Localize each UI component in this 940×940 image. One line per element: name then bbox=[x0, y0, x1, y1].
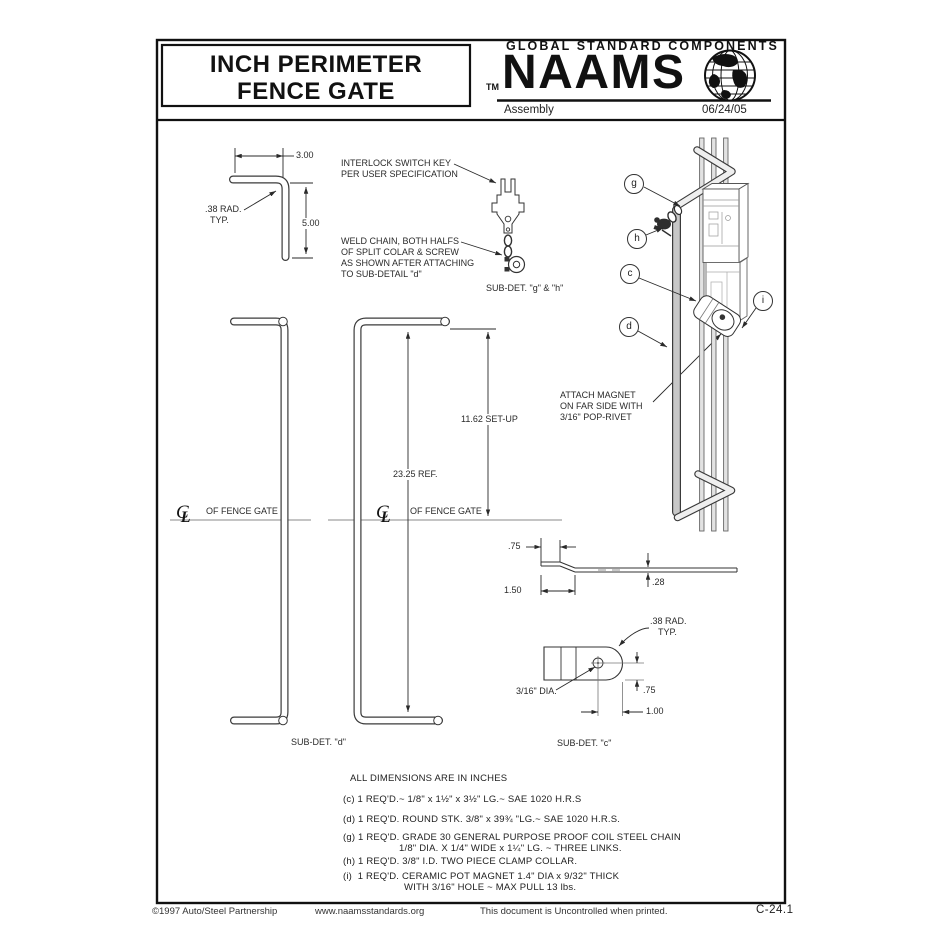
dim-bar-150: 1.50 bbox=[504, 585, 522, 595]
balloon-leaders bbox=[637, 186, 757, 348]
rod-dims bbox=[405, 328, 496, 712]
dim-c-75: .75 bbox=[643, 685, 656, 695]
centerline-label-left: OF FENCE GATE bbox=[206, 506, 278, 516]
sheet-title-line2: FENCE GATE bbox=[237, 78, 395, 105]
interlock-note-line1: INTERLOCK SWITCH KEY bbox=[341, 158, 452, 168]
dim-c-rad-typ: TYP. bbox=[658, 627, 677, 637]
centerline-l: L bbox=[180, 509, 191, 526]
trademark-label: TM bbox=[486, 82, 499, 92]
subdet-d-rods bbox=[230, 316, 450, 726]
sheet-title-line1: INCH PERIMETER bbox=[209, 51, 423, 78]
dim-rad-typ: TYP. bbox=[210, 215, 229, 225]
dim-setup: 11.62 SET-UP bbox=[459, 414, 520, 425]
dim-rad-38: .38 RAD. bbox=[205, 204, 242, 214]
dim-3-00: 3.00 bbox=[296, 150, 314, 160]
balloon-circles bbox=[619, 174, 773, 337]
note-h: (h) 1 REQ'D. 3/8" I.D. TWO PIECE CLAMP C… bbox=[343, 856, 578, 867]
subdet-gh-key bbox=[491, 178, 526, 274]
footer-copyright: ©1997 Auto/Steel Partnership bbox=[152, 906, 278, 917]
note-i-line1: (i) 1 REQ'D. CERAMIC POT MAGNET 1.4" DIA… bbox=[343, 871, 620, 882]
subdet-gh-label: SUB-DET. "g" & "h" bbox=[486, 283, 564, 293]
dim-ref: 23.25 REF. bbox=[391, 469, 440, 480]
date-label: 06/24/05 bbox=[702, 104, 747, 116]
brand-logo-text: NAAMS bbox=[502, 46, 686, 99]
subdet-c-view bbox=[543, 627, 650, 716]
magnet-plate bbox=[693, 295, 742, 337]
note-g-line1: (g) 1 REQ'D. GRADE 30 GENERAL PURPOSE PR… bbox=[343, 832, 681, 843]
centerline-symbol-left: CL bbox=[176, 502, 191, 526]
footer-uncontrolled-note: This document is Uncontrolled when print… bbox=[480, 906, 668, 917]
note-c: (c) 1 REQ'D.~ 1/8" x 1½" x 3½" LG.~ SAE … bbox=[343, 794, 582, 805]
doc-type-label: Assembly bbox=[504, 104, 554, 116]
globe-icon bbox=[704, 49, 756, 102]
dim-c-100: 1.00 bbox=[646, 706, 664, 716]
centerline-symbol-right: CL bbox=[376, 502, 391, 526]
weld-note-line3: AS SHOWN AFTER ATTACHING bbox=[341, 258, 475, 268]
assembly-view bbox=[619, 137, 773, 532]
notes-heading: ALL DIMENSIONS ARE IN INCHES bbox=[350, 773, 508, 784]
subdet-c-label: SUB-DET. "c" bbox=[557, 738, 612, 748]
detail-top-left-rod bbox=[229, 175, 290, 261]
balloon-g: g bbox=[631, 178, 637, 189]
balloon-i: i bbox=[761, 295, 765, 306]
weld-note-line4: TO SUB-DETAIL "d" bbox=[341, 269, 422, 279]
interlock-switch-box bbox=[701, 182, 750, 264]
centerline-l: L bbox=[380, 509, 391, 526]
detail-top-left-dims bbox=[234, 148, 313, 259]
dim-c-rad-38: .38 RAD. bbox=[650, 616, 687, 626]
centerline-c: C bbox=[176, 502, 189, 523]
magnet-note-line3: 3/16" POP-RIVET bbox=[560, 412, 632, 422]
dim-bar-75: .75 bbox=[508, 541, 521, 551]
weld-note-line2: OF SPLIT COLAR & SCREW bbox=[341, 247, 459, 257]
centerline-c: C bbox=[376, 502, 389, 523]
brand-tagline: GLOBAL STANDARD COMPONENTS bbox=[506, 39, 779, 53]
subdet-d-label: SUB-DET. "d" bbox=[291, 737, 346, 747]
interlock-note-line2: PER USER SPECIFICATION bbox=[341, 169, 458, 179]
dim-c-hole: 3/16" DIA. bbox=[516, 686, 557, 696]
sheet-title: INCH PERIMETER FENCE GATE bbox=[162, 51, 470, 105]
note-i-line2: WITH 3/16" HOLE ~ MAX PULL 13 lbs. bbox=[404, 882, 577, 893]
bar-side-view bbox=[526, 538, 738, 595]
magnet-note-line1: ATTACH MAGNET bbox=[560, 390, 636, 400]
balloon-d: d bbox=[626, 321, 632, 332]
sheet-number: C-24.1 bbox=[756, 904, 794, 916]
note-leaders bbox=[453, 163, 722, 403]
dim-bar-28: .28 bbox=[652, 577, 665, 587]
footer-url: www.naamsstandards.org bbox=[315, 906, 425, 917]
dim-5-00: 5.00 bbox=[300, 218, 322, 229]
note-g-line2: 1/8" DIA. X 1/4" WIDE x 1¼" LG. ~ THREE … bbox=[399, 843, 622, 854]
weld-note-line1: WELD CHAIN, BOTH HALFS bbox=[341, 236, 460, 246]
balloon-c: c bbox=[627, 268, 633, 279]
magnet-note-line2: ON FAR SIDE WITH bbox=[560, 401, 643, 411]
note-d: (d) 1 REQ'D. ROUND STK. 3/8" x 39¾ "LG.~… bbox=[343, 814, 621, 825]
balloon-h: h bbox=[634, 233, 640, 244]
centerline-label-right: OF FENCE GATE bbox=[410, 506, 482, 516]
